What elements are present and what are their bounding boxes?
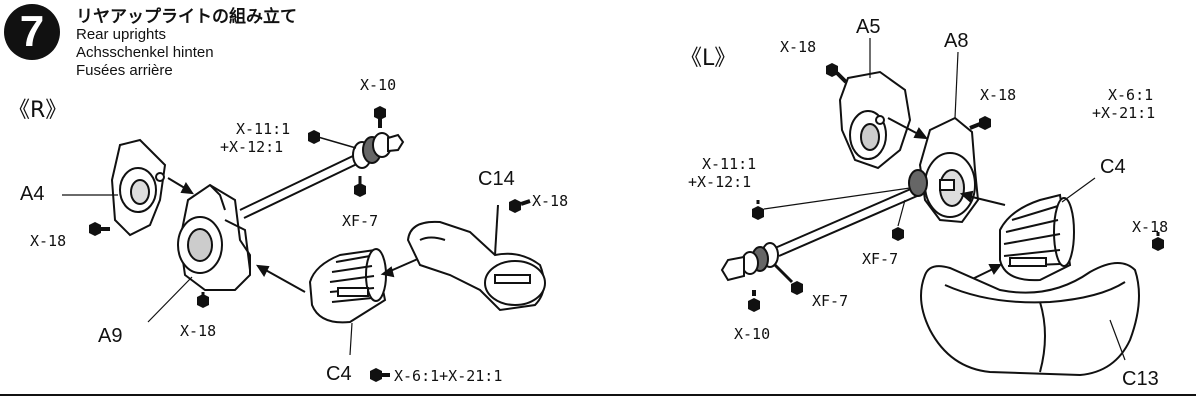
- paint-label-x18-a8: X-18: [980, 86, 1017, 104]
- paint-label-x18-a4: X-18: [30, 232, 67, 250]
- part-a9-drawing: [177, 183, 251, 291]
- part-label-a5: A5: [856, 16, 881, 38]
- paint-label-x18-a9: X-18: [180, 322, 217, 340]
- left-driveshaft-drawing: [720, 169, 928, 282]
- paint-label-x10-right: X-10: [360, 76, 397, 94]
- side-label-right: 《R》: [8, 98, 68, 123]
- part-label-a9: A9: [98, 325, 123, 347]
- paint-label-c4-left-line1: X-6:1: [1108, 86, 1154, 104]
- step-title-english: Rear uprights: [76, 26, 167, 43]
- part-c13-drawing: [920, 262, 1140, 377]
- part-label-c4-right: C4: [326, 363, 352, 385]
- part-a8-drawing: [918, 116, 980, 224]
- part-c4-left-drawing: [999, 193, 1075, 282]
- part-label-c4-left: C4: [1100, 156, 1126, 178]
- paint-label-c4-left-line2: +X-21:1: [1092, 104, 1156, 122]
- left-assembly-drawing: [720, 70, 1140, 377]
- paint-label-xf7-left-shaft: XF-7: [862, 250, 899, 268]
- part-label-a8: A8: [944, 30, 969, 52]
- part-label-c14: C14: [478, 168, 515, 190]
- part-c14-drawing: [406, 204, 546, 312]
- step-title-french: Fusées arrière: [76, 62, 173, 79]
- paint-label-x11-left-line2: +X-12:1: [688, 173, 752, 191]
- step-number-badge: 7: [4, 4, 60, 60]
- right-assembly-drawing: [110, 132, 546, 324]
- paint-label-x18-c13: X-18: [1132, 218, 1169, 236]
- paint-label-c4-mix-right: X-6:1+X-21:1: [394, 367, 503, 385]
- right-driveshaft-drawing: [239, 132, 405, 219]
- paint-label-x18-a5: X-18: [780, 38, 817, 56]
- paint-label-xf7-right: XF-7: [342, 212, 379, 230]
- paint-label-x10-left: X-10: [734, 325, 771, 343]
- paint-label-x18-c14: X-18: [532, 192, 569, 210]
- part-c4-right-drawing: [308, 248, 387, 324]
- side-label-left: 《L》: [680, 46, 737, 71]
- paint-label-x11-left-line1: X-11:1: [702, 155, 757, 173]
- part-a4-drawing: [110, 138, 167, 237]
- paint-label-x11-right-line2: +X-12:1: [220, 138, 284, 156]
- step-title-japanese: リヤアップライトの組み立て: [76, 7, 297, 26]
- paint-label-xf7-left-joint: XF-7: [812, 292, 849, 310]
- part-label-a4: A4: [20, 183, 45, 205]
- step-title-german: Achsschenkel hinten: [76, 44, 214, 61]
- part-a5-drawing: [838, 70, 912, 170]
- paint-label-x11-right-line1: X-11:1: [236, 120, 291, 138]
- part-label-c13: C13: [1122, 368, 1159, 390]
